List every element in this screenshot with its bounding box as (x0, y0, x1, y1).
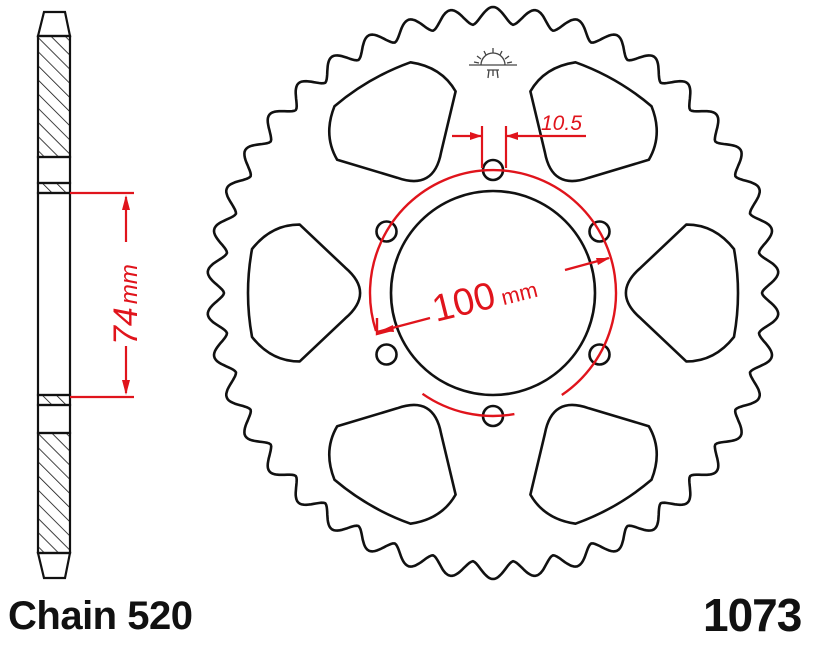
bolt-hole-dimension-label: 10.5 (541, 112, 582, 135)
lightening-cutout (328, 403, 457, 525)
lightening-cutout (624, 223, 740, 363)
profile-body (36, 191, 72, 397)
bolt-hole (588, 220, 611, 243)
lightening-cutout (328, 61, 457, 183)
bolt-hole (375, 343, 398, 366)
profile-top-hatch (36, 34, 72, 159)
sunrise-logo-icon (469, 48, 517, 79)
profile-top-cap (36, 10, 72, 38)
offset-dimension: 74mm (70, 191, 145, 399)
lightening-cutout (529, 61, 658, 183)
gear-teeth-outline (206, 5, 780, 581)
lightening-cutouts (246, 61, 740, 525)
pcd-arc-lower (421, 392, 515, 418)
bolt-hole-dimension: 10.5 (452, 112, 586, 168)
profile-bottom-hatch (36, 431, 72, 555)
profile-bottom-cap (36, 551, 72, 580)
chain-size-label: Chain 520 (8, 594, 193, 638)
pcd-dimension: 100mm (368, 168, 618, 418)
pcd-dimension-label: 100mm (428, 264, 541, 330)
center-hub-bore (389, 189, 597, 397)
lightening-cutout (529, 403, 658, 525)
bolt-hole (375, 220, 398, 243)
offset-dimension-label: 74mm (107, 264, 145, 345)
bolt-hole (588, 343, 611, 366)
lightening-cutout (246, 223, 362, 363)
side-profile (36, 10, 72, 580)
profile-strip-lower (36, 393, 72, 407)
part-number-label: 1073 (703, 589, 802, 641)
profile-strip-upper (36, 181, 72, 195)
pcd-circle (368, 168, 618, 396)
